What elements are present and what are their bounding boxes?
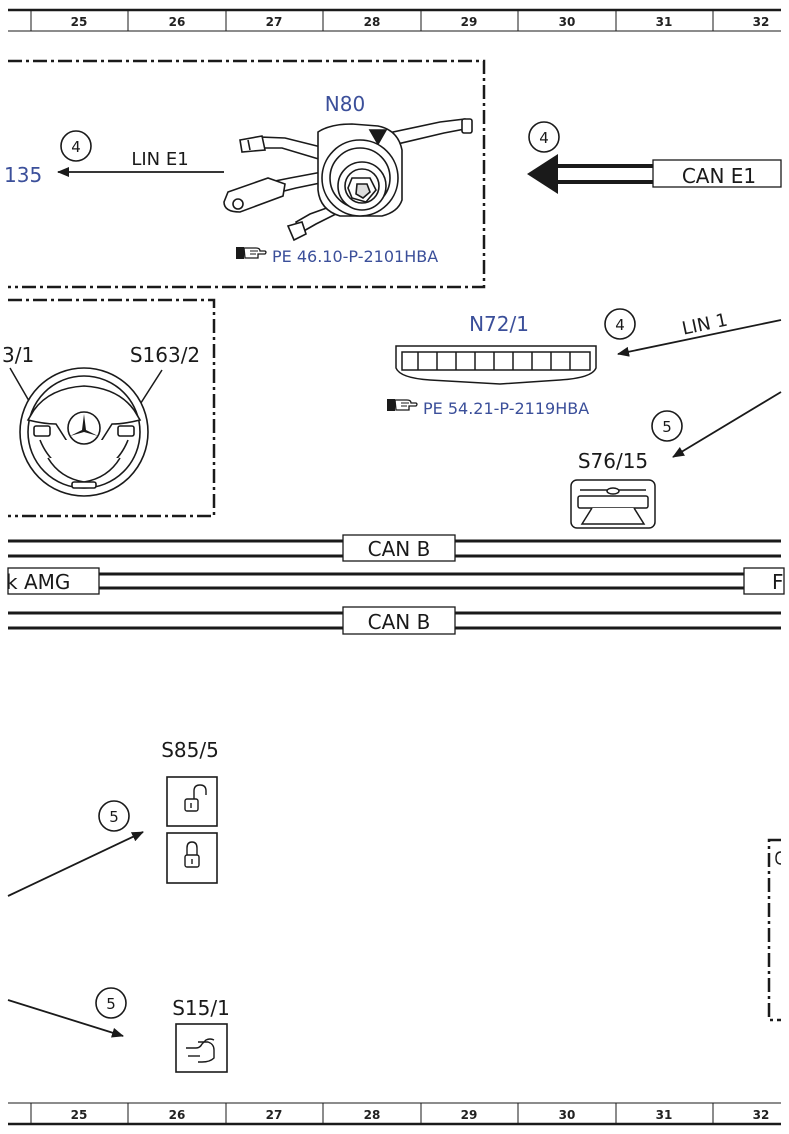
s76-15-label[interactable]: S76/15 xyxy=(578,449,648,473)
n72-1-reference[interactable]: PE 54.21-P-2119HBA xyxy=(387,399,589,418)
n80-reference[interactable]: PE 46.10-P-2101HBA xyxy=(236,247,438,266)
pointing-hand-icon xyxy=(387,399,418,411)
n72-1-ref-text[interactable]: PE 54.21-P-2119HBA xyxy=(423,399,589,418)
ruler-top-col-29: 29 xyxy=(461,15,478,29)
can-b-upper-label: CAN B xyxy=(368,537,431,561)
pointing-hand-icon xyxy=(236,247,267,259)
svg-text:4: 4 xyxy=(71,138,81,156)
ruler-top-col-32: 32 xyxy=(753,15,770,29)
s163-1-label[interactable]: 3/1 xyxy=(2,343,34,367)
s76-15-arrow xyxy=(672,391,782,458)
can-e1-arrow xyxy=(527,154,782,194)
svg-text:5: 5 xyxy=(109,808,119,826)
n72-1-overhead-control-panel-icon[interactable] xyxy=(395,345,597,385)
bottom-ruler: 25 26 27 28 29 30 31 32 xyxy=(8,1102,781,1126)
s76-15-switch-icon[interactable] xyxy=(570,479,656,529)
s85-5-lock-button[interactable] xyxy=(166,832,218,884)
steering-wheel-icon[interactable] xyxy=(19,367,149,497)
ruler-bottom-col-30: 30 xyxy=(559,1108,576,1122)
ruler-bottom-col-31: 31 xyxy=(656,1108,673,1122)
amg-left-label: k AMG xyxy=(6,570,70,594)
marker-lin-1: 4 xyxy=(604,308,636,340)
lin-1-label: LIN 1 xyxy=(680,310,729,340)
s163-2-label[interactable]: S163/2 xyxy=(130,343,200,367)
marker-s15-1: 5 xyxy=(95,987,127,1019)
s85-5-arrow xyxy=(7,831,144,897)
lin-1-arrow xyxy=(617,319,782,357)
s15-1-arrow xyxy=(7,999,124,1038)
svg-text:5: 5 xyxy=(106,995,116,1013)
marker-lin-e1: 4 xyxy=(60,130,92,162)
marker-s76-15: 5 xyxy=(651,410,683,442)
ruler-bottom-col-28: 28 xyxy=(364,1108,381,1122)
s85-5-unlock-button[interactable] xyxy=(166,776,218,827)
lin-e1-label: LIN E1 xyxy=(131,149,188,170)
s85-5-label[interactable]: S85/5 xyxy=(161,738,219,762)
can-b-lower-bus xyxy=(8,606,781,635)
hood-icon xyxy=(186,1038,215,1063)
ruler-bottom-col-27: 27 xyxy=(266,1108,283,1122)
n80-boundary xyxy=(8,59,486,289)
n72-1-label[interactable]: N72/1 xyxy=(469,312,529,336)
right-edge-label-fragment xyxy=(775,851,782,865)
top-ruler: 25 26 27 28 29 30 31 32 xyxy=(8,8,781,32)
unlocked-padlock-icon xyxy=(184,784,207,812)
ruler-bottom-col-29: 29 xyxy=(461,1108,478,1122)
s15-1-switch[interactable] xyxy=(175,1023,228,1073)
can-b-lower-label: CAN B xyxy=(368,610,431,634)
ruler-top-col-27: 27 xyxy=(266,15,283,29)
n80-ref-text[interactable]: PE 46.10-P-2101HBA xyxy=(272,247,438,266)
ruler-top-col-30: 30 xyxy=(559,15,576,29)
ruler-top-col-26: 26 xyxy=(169,15,186,29)
ruler-bottom-col-26: 26 xyxy=(169,1108,186,1122)
can-b-upper-bus xyxy=(8,534,781,562)
ruler-bottom-col-32: 32 xyxy=(753,1108,770,1122)
locked-padlock-icon xyxy=(184,841,200,868)
svg-text:5: 5 xyxy=(662,418,672,436)
s15-1-label[interactable]: S15/1 xyxy=(172,996,230,1020)
svg-text:4: 4 xyxy=(539,129,549,147)
left-component-label[interactable]: 135 xyxy=(4,163,42,187)
can-e1-label: CAN E1 xyxy=(682,164,756,188)
svg-text:4: 4 xyxy=(615,316,625,334)
ruler-bottom-col-25: 25 xyxy=(71,1108,88,1122)
marker-s85-5: 5 xyxy=(98,800,130,832)
marker-can-e1: 4 xyxy=(528,121,560,153)
amg-bus xyxy=(7,567,785,595)
n80-label[interactable]: N80 xyxy=(325,92,365,116)
right-edge-boundary xyxy=(767,838,781,1022)
ruler-top-col-31: 31 xyxy=(656,15,673,29)
ruler-top-col-25: 25 xyxy=(71,15,88,29)
ruler-top-col-28: 28 xyxy=(364,15,381,29)
n80-steering-column-module-icon[interactable] xyxy=(223,118,473,242)
amg-right-label: F xyxy=(772,570,784,594)
steering-wheel-boundary xyxy=(8,298,216,518)
